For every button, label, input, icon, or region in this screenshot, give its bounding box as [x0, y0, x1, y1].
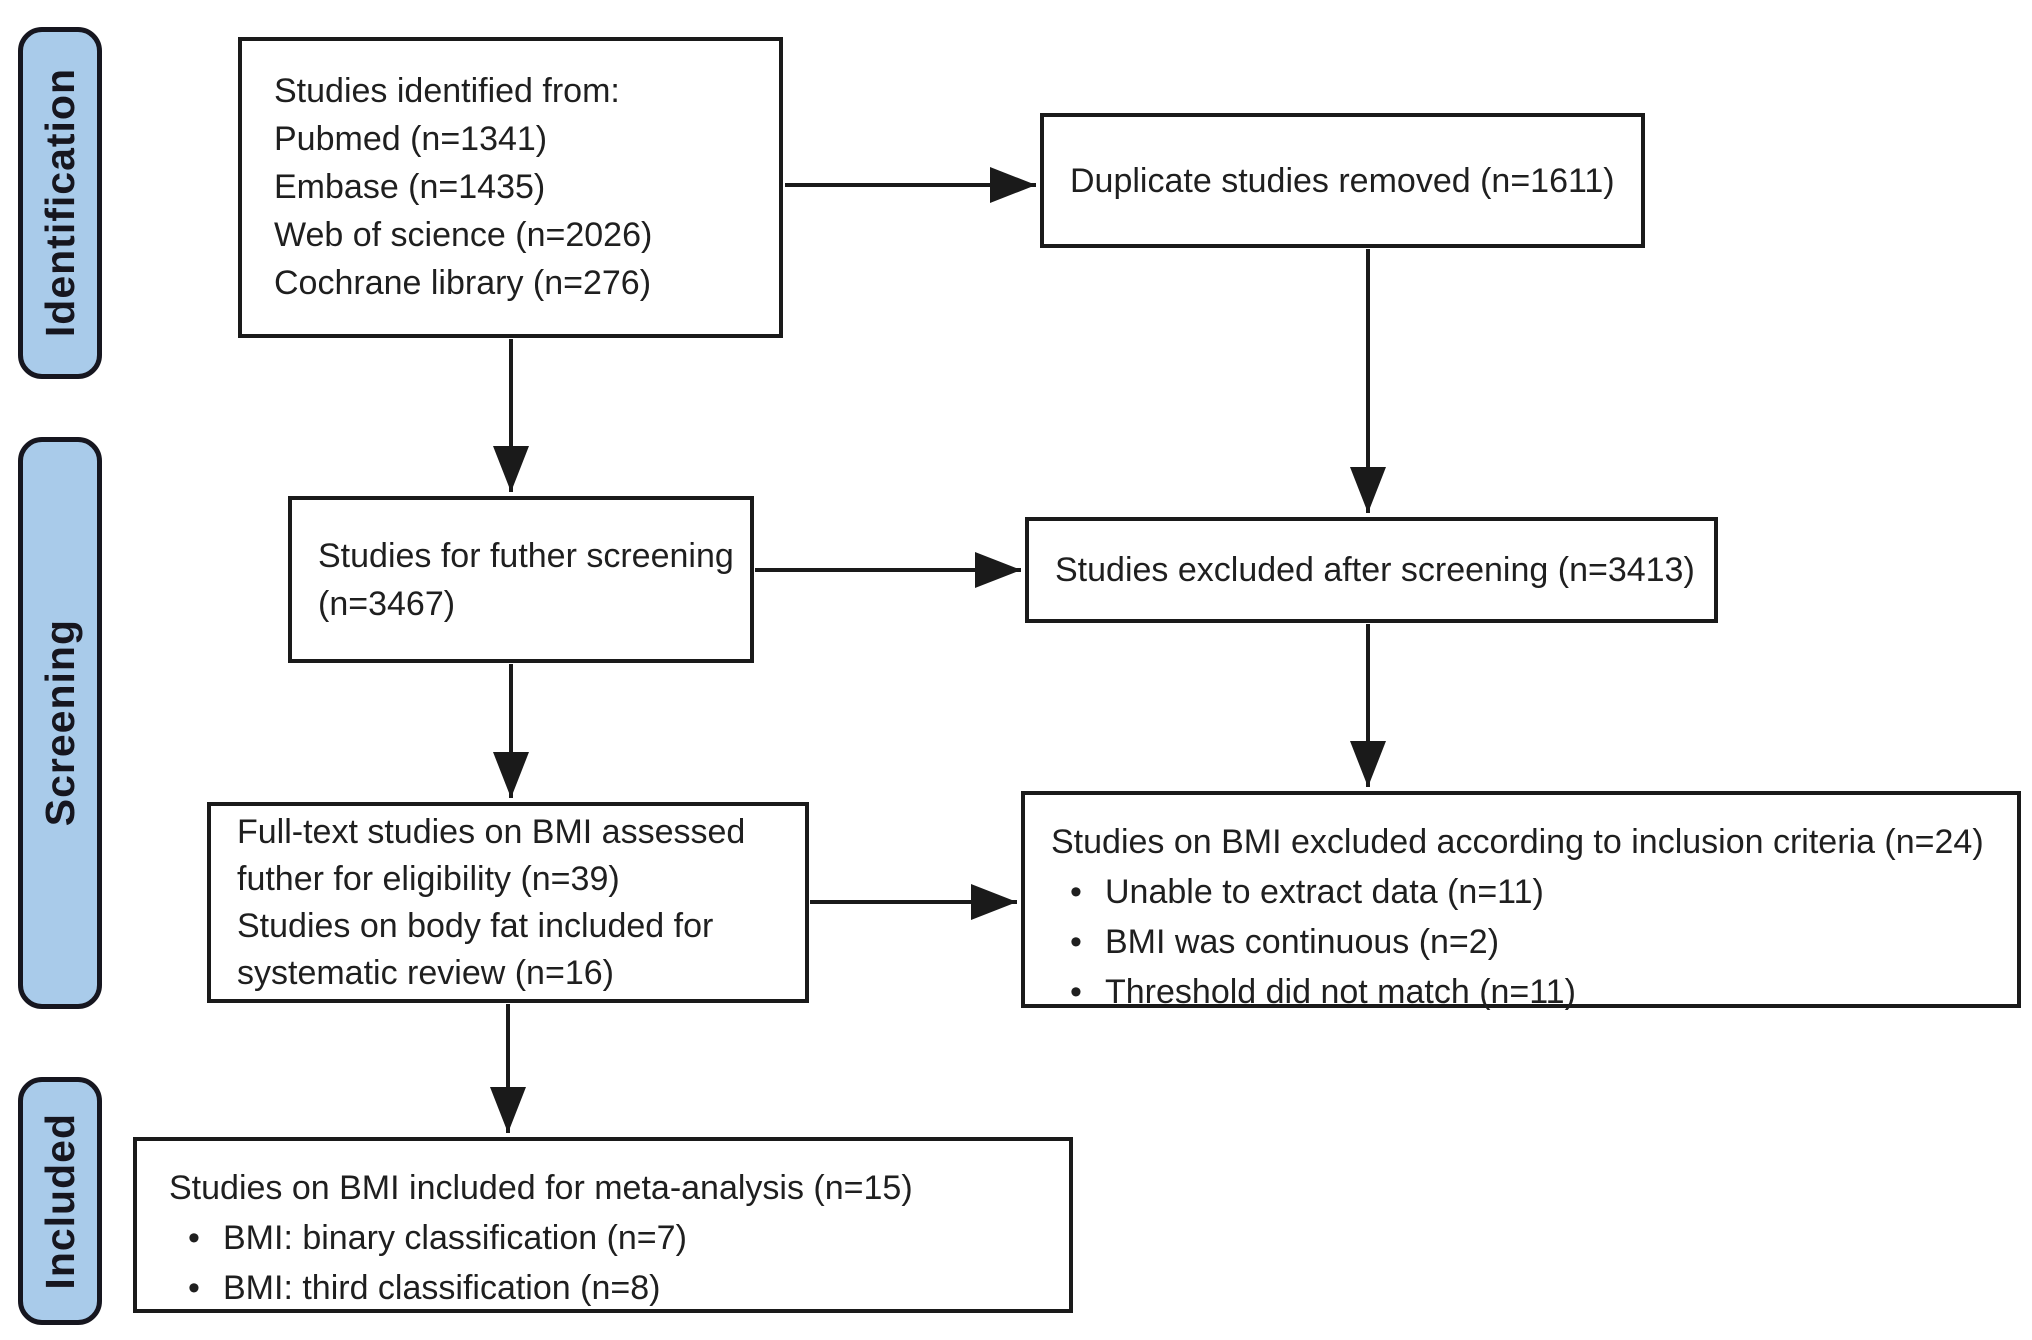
box-line: Embase (n=1435): [274, 168, 546, 206]
box-heading: Studies on BMI included for meta-analysi…: [169, 1169, 913, 1207]
bullet-item: • BMI was continuous (n=2): [1051, 917, 2007, 967]
bullet-item: • Unable to extract data (n=11): [1051, 867, 2007, 917]
bullet-item: • BMI: binary classification (n=7): [169, 1213, 1059, 1263]
bullet-text: BMI: third classification (n=8): [223, 1269, 661, 1307]
box-studies-identified: Studies identified from: Pubmed (n=1341)…: [238, 37, 783, 338]
box-line: Pubmed (n=1341): [274, 120, 548, 158]
stage-label-text: Identification: [36, 68, 83, 338]
box-excluded-after-screening: Studies excluded after screening (n=3413…: [1025, 517, 1718, 623]
box-line: (n=3467): [318, 584, 456, 623]
box-line: futher for eligibility (n=39): [237, 859, 620, 898]
box-fulltext-eligibility: Full-text studies on BMI assessed futher…: [207, 802, 809, 1003]
stage-label-screening: Screening: [18, 437, 102, 1009]
box-line: systematic review (n=16): [237, 953, 614, 992]
stage-label-text: Included: [36, 1112, 83, 1290]
box-line: Duplicate studies removed (n=1611): [1070, 161, 1615, 200]
stage-label-included: Included: [18, 1077, 102, 1325]
box-line: Cochrane library (n=276): [274, 264, 652, 302]
box-line: Studies identified from:: [274, 72, 620, 110]
box-line: Web of science (n=2026): [274, 216, 653, 254]
box-line: Studies on body fat included for: [237, 906, 714, 945]
bullet-text: BMI was continuous (n=2): [1105, 923, 1500, 961]
bullet-icon: •: [188, 1269, 200, 1307]
stage-label-identification: Identification: [18, 27, 102, 379]
bullet-icon: •: [1070, 873, 1082, 911]
box-heading: Studies on BMI excluded according to inc…: [1051, 823, 1984, 861]
box-duplicates-removed: Duplicate studies removed (n=1611): [1040, 113, 1645, 248]
bullet-text: Unable to extract data (n=11): [1105, 873, 1544, 911]
box-line: Studies excluded after screening (n=3413…: [1055, 551, 1695, 589]
box-line: Studies for futher screening: [318, 536, 734, 575]
box-excluded-by-criteria: Studies on BMI excluded according to inc…: [1021, 791, 2021, 1011]
stage-label-text: Screening: [36, 619, 83, 827]
bullet-icon: •: [1070, 923, 1082, 961]
box-included-meta-analysis: Studies on BMI included for meta-analysi…: [133, 1137, 1073, 1313]
bullet-text: Threshold did not match (n=11): [1105, 973, 1576, 1011]
box-further-screening: Studies for futher screening (n=3467): [288, 496, 754, 663]
bullet-text: BMI: binary classification (n=7): [223, 1219, 687, 1257]
bullet-item: • BMI: third classification (n=8): [169, 1263, 1059, 1313]
bullet-item: • Threshold did not match (n=11): [1051, 967, 2007, 1017]
box-line: Full-text studies on BMI assessed: [237, 812, 746, 851]
bullet-icon: •: [188, 1219, 200, 1257]
bullet-icon: •: [1070, 973, 1082, 1011]
